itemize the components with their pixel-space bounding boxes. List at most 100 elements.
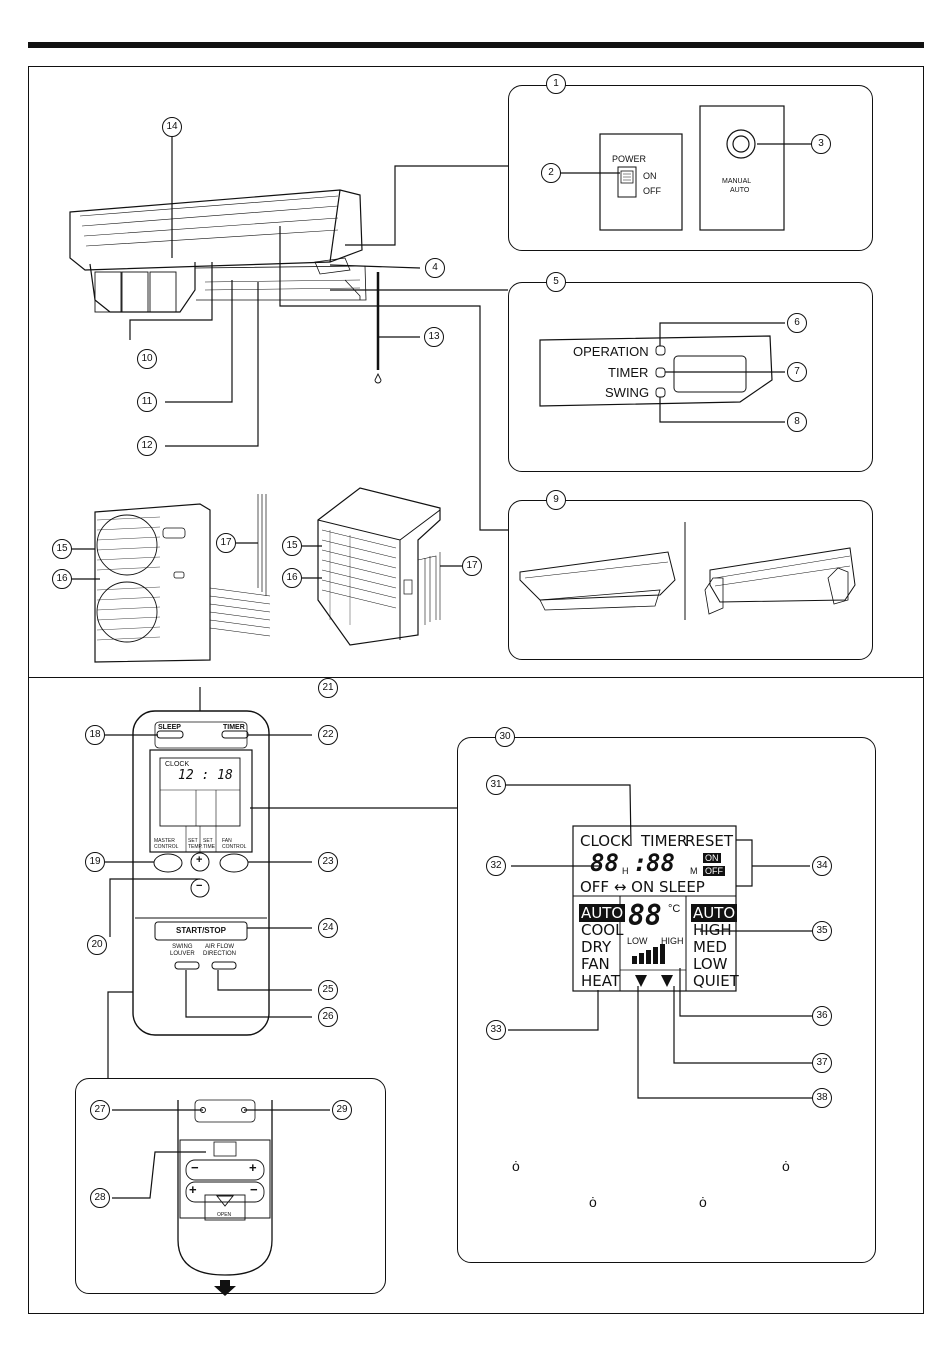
operation-indicator-label: OPERATION — [573, 344, 649, 359]
callout-32: 32 — [486, 856, 506, 876]
lcd-mode-dry: DRY — [581, 938, 612, 956]
lcd-mode-fan: FAN — [581, 955, 610, 973]
battery-minus-1: − — [191, 1160, 199, 1175]
callout-37: 37 — [812, 1053, 832, 1073]
plus-button[interactable]: + — [196, 854, 203, 866]
lcd-on-badge: ON — [703, 853, 721, 863]
lcd-off-on-sleep: OFF ↔ ON SLEEP — [580, 878, 705, 896]
callout-35: 35 — [812, 921, 832, 941]
battery-plus-1: + — [249, 1160, 257, 1175]
callout-17b: 17 — [462, 556, 482, 576]
callout-2: 2 — [541, 163, 561, 183]
lcd-temperature: 88 — [628, 899, 662, 932]
callout-34: 34 — [812, 856, 832, 876]
callout-16: 16 — [52, 569, 72, 589]
timer-button-label: TIMER — [223, 724, 245, 731]
callout-13: 13 — [424, 327, 444, 347]
callout-12: 12 — [137, 436, 157, 456]
callout-16b: 16 — [282, 568, 302, 588]
callout-31: 31 — [486, 775, 506, 795]
callout-21: 21 — [318, 678, 338, 698]
callout-3: 3 — [811, 134, 831, 154]
switch-panel — [508, 85, 873, 251]
battery-minus-2: − — [250, 1182, 258, 1197]
lcd-panel — [457, 737, 876, 1263]
lcd-minutes: 88 — [646, 849, 675, 877]
lcd-mode-cool: COOL — [581, 921, 624, 939]
lcd-fan-high-speed: HIGH — [693, 921, 732, 939]
stray-mark: ȯ — [782, 1158, 790, 1174]
indicator-panel — [508, 282, 873, 472]
open-label: OPEN — [217, 1212, 232, 1218]
callout-14: 14 — [162, 117, 182, 137]
sleep-button-label: SLEEP — [158, 724, 181, 731]
power-off-label: OFF — [643, 186, 661, 196]
section-divider — [28, 677, 924, 678]
callout-1: 1 — [546, 74, 566, 94]
callout-38: 38 — [812, 1088, 832, 1108]
power-label: POWER — [612, 154, 647, 164]
callout-27: 27 — [90, 1100, 110, 1120]
callout-20: 20 — [87, 935, 107, 955]
callout-11: 11 — [137, 392, 157, 412]
callout-26: 26 — [318, 1007, 338, 1027]
callout-25: 25 — [318, 980, 338, 1000]
minus-button[interactable]: − — [196, 880, 203, 892]
callout-33: 33 — [486, 1020, 506, 1040]
lcd-mode-heat: HEAT — [581, 972, 621, 990]
manual-label: MANUAL — [722, 178, 752, 185]
stray-mark: ȯ — [699, 1194, 707, 1210]
callout-10: 10 — [137, 349, 157, 369]
callout-36: 36 — [812, 1006, 832, 1026]
header-rule — [28, 42, 924, 48]
lcd-fan-low: LOW — [627, 936, 648, 946]
callout-18: 18 — [85, 725, 105, 745]
callout-8: 8 — [787, 412, 807, 432]
lcd-fan-auto: AUTO — [691, 904, 738, 922]
lcd-fan-med: MED — [693, 938, 727, 956]
remote-clock-label: CLOCK — [165, 761, 190, 768]
callout-24: 24 — [318, 918, 338, 938]
callout-22: 22 — [318, 725, 338, 745]
lcd-fan-high: HIGH — [661, 936, 684, 946]
lcd-colon: : — [633, 849, 648, 877]
auto-label: AUTO — [730, 187, 750, 194]
callout-17: 17 — [216, 533, 236, 553]
indoor-unit — [69, 189, 367, 313]
callout-4: 4 — [425, 258, 445, 278]
swing-indicator-label: SWING — [605, 385, 650, 400]
lcd-degree-unit: °C — [668, 903, 681, 915]
callout-6: 6 — [787, 313, 807, 333]
lcd-mode-auto: AUTO — [579, 904, 626, 922]
power-on-label: ON — [643, 171, 657, 181]
timer-indicator-label: TIMER — [608, 365, 649, 380]
lcd-fan-low-speed: LOW — [693, 955, 728, 973]
lcd-timer: TIMER — [641, 832, 688, 850]
lcd-clock: CLOCK — [580, 832, 631, 850]
callout-15b: 15 — [282, 536, 302, 556]
lcd-m-unit: M — [690, 866, 698, 876]
stray-mark: ȯ — [589, 1194, 597, 1210]
start-stop-label: START/STOP — [176, 926, 226, 935]
lcd-hours: 88 — [590, 849, 619, 877]
battery-plus-2: + — [189, 1182, 197, 1197]
callout-5: 5 — [546, 272, 566, 292]
callout-9: 9 — [546, 490, 566, 510]
callout-7: 7 — [787, 362, 807, 382]
callout-19: 19 — [85, 852, 105, 872]
callout-30: 30 — [495, 727, 515, 747]
lcd-off-badge: OFF — [703, 866, 725, 876]
callout-29: 29 — [332, 1100, 352, 1120]
stray-mark: ȯ — [512, 1158, 520, 1174]
callout-23: 23 — [318, 852, 338, 872]
lcd-h-unit: H — [622, 866, 629, 876]
figure-frame — [28, 66, 924, 1314]
remote-time: 12 : 18 — [178, 768, 233, 783]
airflow-panel — [508, 500, 873, 660]
